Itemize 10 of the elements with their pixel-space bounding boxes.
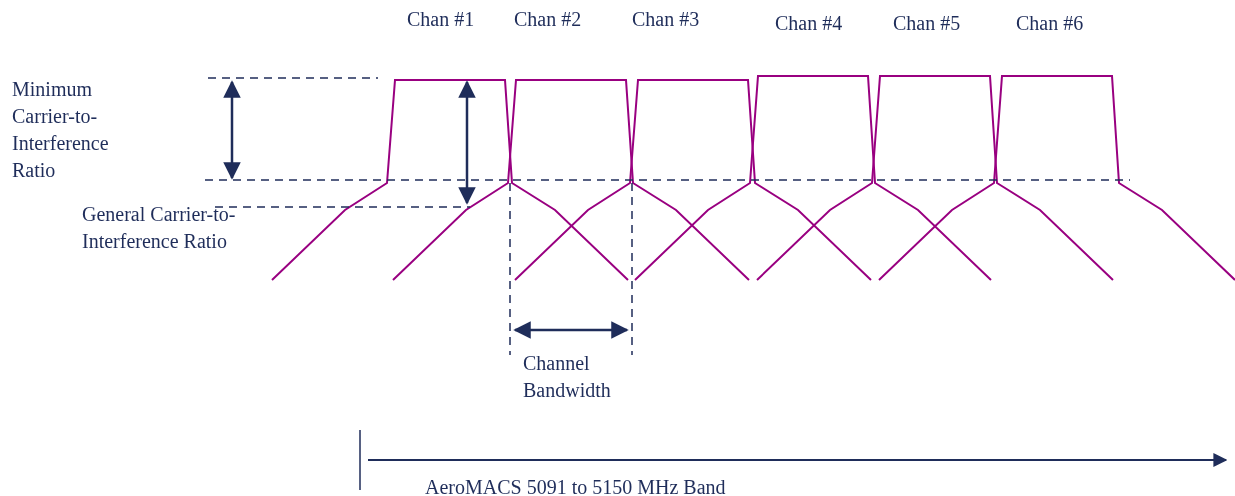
channel-label: Chan #5 [893,11,962,36]
channel-label: Chan #4 [775,11,844,36]
bandwidth-label: Channel Bandwidth [523,351,612,403]
channel-label: Chan #6 [1016,11,1085,36]
ratio-label: Minimum Carrier-to-Interference Ratio [12,77,110,183]
band-label: AeroMACS 5091 to 5150 MHz Band [425,475,727,496]
channel-label: Chan #2 [514,7,583,32]
channel-label: Chan #1 [407,7,476,32]
ratio-label: General Carrier-to-Interference Ratio [82,202,237,254]
channel-label: Chan #3 [632,7,701,32]
